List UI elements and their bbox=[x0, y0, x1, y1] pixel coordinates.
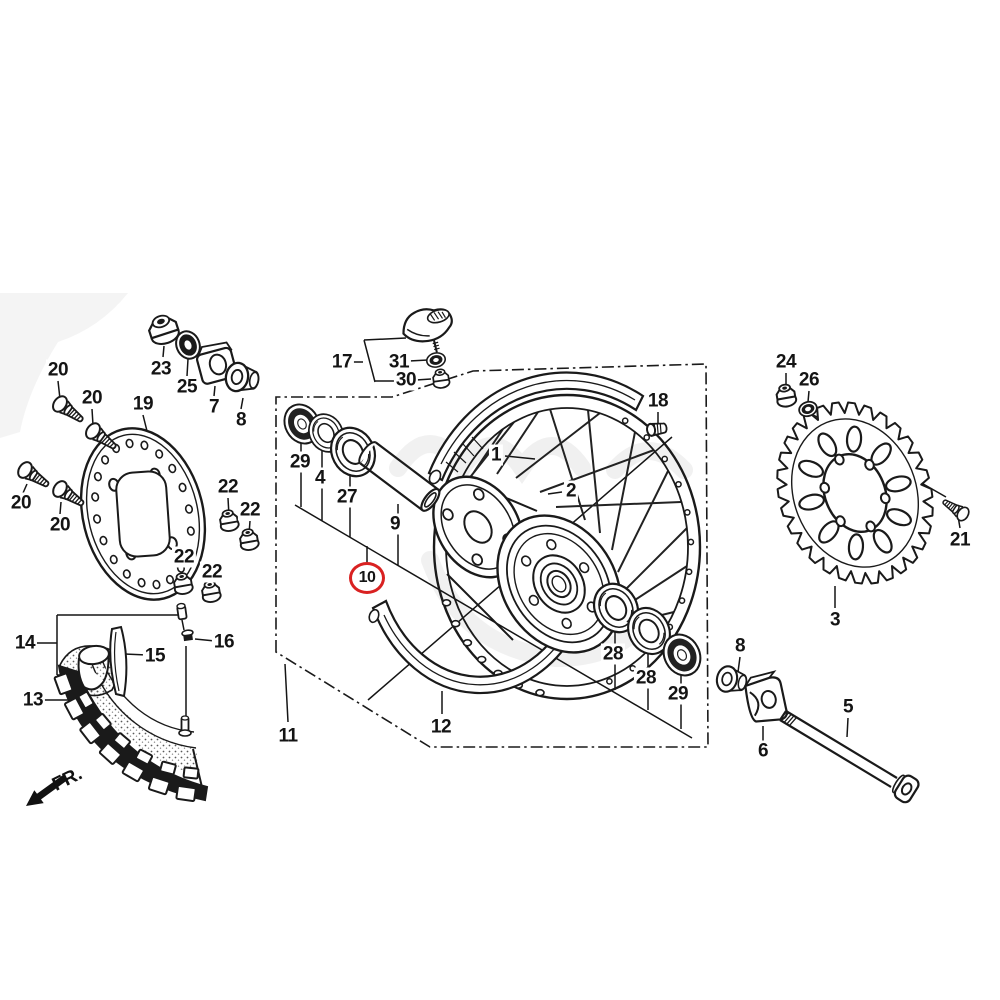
spokes bbox=[451, 408, 688, 631]
left-bearing-set bbox=[276, 397, 441, 512]
callout-28[interactable]: 28 bbox=[633, 667, 659, 689]
callout-6[interactable]: 6 bbox=[755, 740, 771, 762]
callout-11[interactable]: 11 bbox=[276, 725, 300, 747]
callout-23[interactable]: 23 bbox=[148, 358, 174, 380]
sprocket bbox=[776, 401, 934, 585]
callout-8[interactable]: 8 bbox=[233, 409, 249, 431]
callout-22[interactable]: 22 bbox=[215, 476, 241, 498]
callout-16[interactable]: 16 bbox=[211, 631, 237, 653]
callout-10-highlighted[interactable]: 10 bbox=[349, 562, 385, 594]
callout-30[interactable]: 30 bbox=[393, 369, 419, 391]
callout-17[interactable]: 17 bbox=[329, 351, 355, 373]
callout-9[interactable]: 9 bbox=[387, 513, 403, 535]
washer-25 bbox=[175, 330, 201, 360]
callout-22[interactable]: 22 bbox=[237, 499, 263, 521]
callout-7[interactable]: 7 bbox=[206, 396, 222, 418]
tire-knobs bbox=[53, 672, 200, 803]
sprocket-washer bbox=[798, 400, 818, 418]
callout-5[interactable]: 5 bbox=[840, 696, 856, 718]
hub-spacer-tube bbox=[358, 441, 441, 512]
axle-nut bbox=[147, 314, 180, 345]
spoke-nipple-part bbox=[646, 422, 668, 437]
callout-14[interactable]: 14 bbox=[12, 632, 38, 654]
callout-20[interactable]: 20 bbox=[47, 514, 73, 536]
callout-20[interactable]: 20 bbox=[45, 359, 71, 381]
rim-lock bbox=[402, 308, 453, 353]
callout-20[interactable]: 20 bbox=[8, 492, 34, 514]
rim-outer bbox=[432, 393, 702, 701]
callout-22[interactable]: 22 bbox=[171, 546, 197, 568]
callout-13[interactable]: 13 bbox=[20, 689, 46, 711]
wheel-assembly bbox=[368, 371, 702, 701]
callout-29[interactable]: 29 bbox=[287, 451, 313, 473]
callout-18[interactable]: 18 bbox=[645, 390, 671, 412]
callout-4[interactable]: 4 bbox=[312, 467, 328, 489]
tire-section bbox=[53, 625, 209, 803]
inner-tube-end bbox=[77, 644, 110, 691]
callout-28[interactable]: 28 bbox=[600, 643, 626, 665]
callout-19[interactable]: 19 bbox=[130, 393, 156, 415]
callout-24[interactable]: 24 bbox=[773, 351, 799, 373]
callout-1[interactable]: 1 bbox=[488, 444, 504, 466]
callout-20[interactable]: 20 bbox=[79, 387, 105, 409]
callout-12[interactable]: 12 bbox=[428, 716, 454, 738]
callout-15[interactable]: 15 bbox=[142, 645, 168, 667]
rim-band bbox=[109, 625, 128, 698]
phantom-outline bbox=[275, 363, 709, 748]
callout-25[interactable]: 25 bbox=[174, 376, 200, 398]
callout-22[interactable]: 22 bbox=[199, 561, 225, 583]
callout-8[interactable]: 8 bbox=[732, 635, 748, 657]
fr-arrow-icon bbox=[26, 774, 68, 806]
callout-26[interactable]: 26 bbox=[796, 369, 822, 391]
callout-29[interactable]: 29 bbox=[665, 683, 691, 705]
callout-27[interactable]: 27 bbox=[334, 486, 360, 508]
callout-21[interactable]: 21 bbox=[947, 529, 973, 551]
callout-31[interactable]: 31 bbox=[386, 351, 412, 373]
callout-3[interactable]: 3 bbox=[827, 609, 843, 631]
callout-2[interactable]: 2 bbox=[563, 480, 579, 502]
chain-adjuster-block bbox=[744, 670, 788, 723]
rear-axle bbox=[779, 710, 920, 804]
tube-valve-parts bbox=[176, 602, 194, 737]
hub bbox=[432, 475, 622, 654]
